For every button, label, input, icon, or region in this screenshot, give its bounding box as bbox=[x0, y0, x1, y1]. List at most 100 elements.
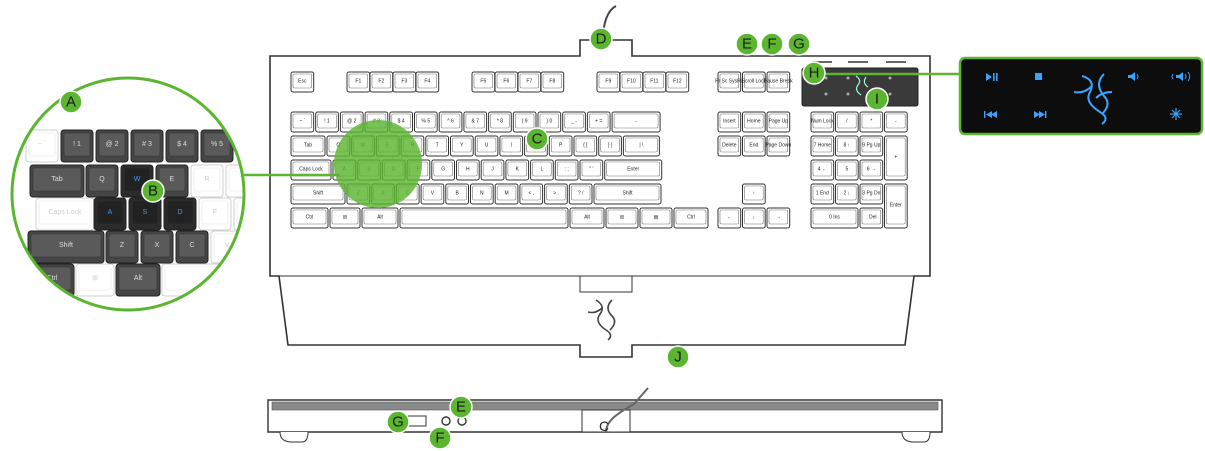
key-9: ( 9 bbox=[512, 111, 537, 133]
svg-text:T: T bbox=[436, 142, 439, 148]
svg-text:: ;: : ; bbox=[565, 166, 569, 172]
svg-text:@ 2: @ 2 bbox=[347, 118, 356, 124]
key-blank: * bbox=[859, 111, 884, 133]
callout-g: G bbox=[787, 32, 811, 56]
svg-text:~ `: ~ ` bbox=[299, 118, 305, 124]
svg-text:C: C bbox=[532, 131, 543, 148]
svg-text:G: G bbox=[247, 209, 252, 216]
svg-text:2 ↓: 2 ↓ bbox=[844, 190, 851, 196]
zoom-key-d: D bbox=[163, 197, 197, 231]
svg-text:D: D bbox=[177, 209, 182, 216]
razer-wrist-rest-logo bbox=[587, 299, 616, 341]
svg-text:E: E bbox=[456, 399, 466, 416]
key-f8: F8 bbox=[540, 71, 565, 93]
zoom-key-x: X bbox=[140, 230, 174, 264]
media-panel-background bbox=[958, 56, 1204, 136]
svg-text:A: A bbox=[108, 209, 113, 216]
svg-text:F3: F3 bbox=[401, 78, 407, 84]
svg-text:Caps Lock: Caps Lock bbox=[48, 209, 82, 216]
svg-text:X: X bbox=[155, 242, 160, 249]
svg-text:K: K bbox=[516, 166, 520, 172]
svg-text:7 Home: 7 Home bbox=[814, 142, 832, 148]
svg-text:( 9: ( 9 bbox=[522, 118, 528, 124]
callout-a: A bbox=[59, 90, 83, 114]
zoom-key-caps-lock: Caps Lock bbox=[35, 197, 95, 231]
svg-text:*: * bbox=[870, 118, 872, 124]
key-scroll-lock: Scroll Lock bbox=[742, 71, 767, 93]
svg-text:! 1: ! 1 bbox=[324, 118, 330, 124]
svg-text:Tab: Tab bbox=[51, 176, 62, 183]
zoom-key-blank: ⊞ bbox=[75, 263, 115, 297]
key-f9: F9 bbox=[596, 71, 621, 93]
svg-text:4 ←: 4 ← bbox=[818, 166, 827, 172]
svg-text:5: 5 bbox=[845, 166, 848, 172]
key-blank: : ; bbox=[554, 159, 579, 181]
svg-text:↑: ↑ bbox=[753, 190, 756, 196]
svg-text:& 7: & 7 bbox=[471, 118, 479, 124]
svg-text:F11: F11 bbox=[650, 78, 658, 84]
svg-text:←: ← bbox=[727, 214, 732, 220]
svg-text:Home: Home bbox=[747, 118, 761, 124]
zoom-circle-border bbox=[10, 76, 246, 312]
svg-text:Y: Y bbox=[460, 142, 464, 148]
svg-text:G: G bbox=[793, 36, 805, 53]
callout-h: H bbox=[802, 61, 826, 85]
svg-text:N: N bbox=[480, 190, 484, 196]
svg-text:L: L bbox=[541, 166, 544, 172]
key-enter: Enter bbox=[884, 183, 908, 229]
svg-text:% 5: % 5 bbox=[422, 118, 431, 124]
key-enter: Enter bbox=[604, 159, 663, 181]
key-caps-lock: Caps Lock bbox=[290, 159, 332, 181]
svg-text:Esc: Esc bbox=[298, 78, 307, 84]
svg-text:Page Down: Page Down bbox=[765, 142, 791, 148]
key-f10: F10 bbox=[619, 71, 644, 93]
key-b: B bbox=[445, 183, 469, 205]
zoom-key-alt: Alt bbox=[115, 263, 161, 297]
key-f3: F3 bbox=[392, 71, 417, 93]
volume-down-icon bbox=[1128, 72, 1139, 81]
key-blank: ↓ bbox=[742, 207, 766, 229]
svg-text:_ -: _ - bbox=[570, 118, 577, 124]
key-m: M bbox=[494, 183, 519, 205]
key-f4: F4 bbox=[415, 71, 440, 93]
key-j: J bbox=[480, 159, 505, 181]
svg-text:S: S bbox=[143, 209, 148, 216]
svg-text:3 Pg Dn: 3 Pg Dn bbox=[862, 190, 880, 196]
svg-text:Pause Break: Pause Break bbox=[764, 78, 793, 84]
svg-text:M: M bbox=[504, 190, 508, 196]
svg-text:~ `: ~ ` bbox=[38, 141, 46, 148]
volume-up-icon bbox=[1171, 71, 1191, 82]
callout-e: E bbox=[735, 32, 759, 56]
svg-text:9 Pg Up: 9 Pg Up bbox=[862, 142, 880, 148]
callout-rear-e: E bbox=[449, 395, 473, 419]
zoom-key-4: $ 4 bbox=[165, 129, 199, 163]
svg-text:Caps Lock: Caps Lock bbox=[299, 166, 323, 172]
svg-text:G: G bbox=[441, 166, 445, 172]
zoom-key-a: A bbox=[93, 197, 127, 231]
key-blank: < , bbox=[519, 183, 544, 205]
svg-text:F12: F12 bbox=[673, 78, 682, 84]
callout-f: F bbox=[760, 32, 784, 56]
key-6: ^ 6 bbox=[438, 111, 463, 133]
svg-text:F4: F4 bbox=[424, 78, 430, 84]
svg-text:B: B bbox=[455, 190, 459, 196]
svg-text:G: G bbox=[392, 414, 404, 431]
svg-text:↓: ↓ bbox=[753, 214, 756, 220]
svg-text:B: B bbox=[148, 183, 158, 200]
svg-text:F6: F6 bbox=[503, 78, 509, 84]
key-delete: Delete bbox=[717, 135, 742, 157]
key-l: L bbox=[530, 159, 554, 181]
svg-text:D: D bbox=[596, 31, 607, 48]
callout-rear-g: G bbox=[386, 410, 410, 434]
svg-text:E: E bbox=[742, 36, 752, 53]
svg-text:Z: Z bbox=[120, 242, 125, 249]
svg-text:F9: F9 bbox=[605, 78, 611, 84]
svg-text:H: H bbox=[809, 65, 820, 82]
svg-text:> .: > . bbox=[553, 190, 559, 196]
key-blank: " ' bbox=[579, 159, 604, 181]
key-0-ins: 0 Ins bbox=[810, 207, 859, 229]
svg-text:Pr Sc SysRq: Pr Sc SysRq bbox=[715, 78, 744, 84]
svg-text:F1: F1 bbox=[355, 78, 361, 84]
key-shift: Shift bbox=[593, 183, 662, 205]
svg-text:←: ← bbox=[634, 118, 639, 124]
